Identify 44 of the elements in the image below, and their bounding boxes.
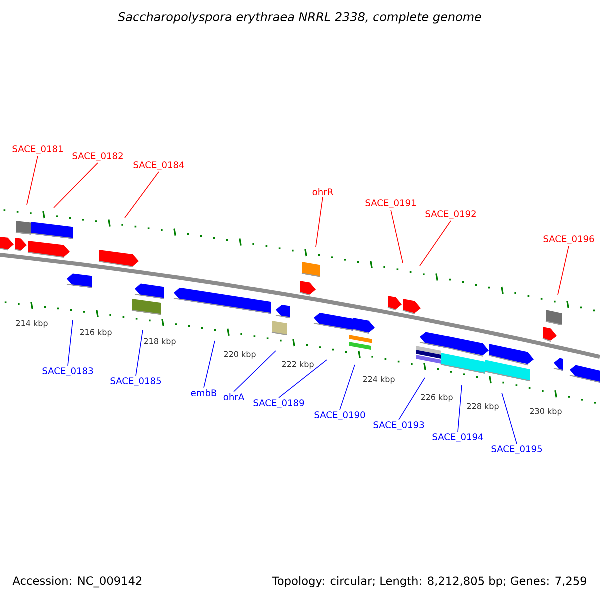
leader-line [278, 360, 328, 398]
scale-label: 216 kbp [80, 329, 112, 337]
accession-text: Accession: NC_009142 [12, 576, 142, 588]
gene-label: SACE_0184 [134, 162, 184, 170]
leader-line [458, 384, 462, 432]
leader-line [204, 340, 216, 388]
leader-line [316, 196, 324, 248]
scale-label: 224 kbp [363, 376, 395, 384]
gene-label: SACE_0185 [110, 378, 162, 386]
gene-label: SACE_0194 [432, 434, 484, 442]
gene-label: SACE_0181 [12, 146, 63, 154]
gene-label: ohrR [312, 188, 334, 196]
gene-label: SACE_0189 [254, 400, 304, 408]
leader-line [234, 350, 276, 392]
leader-line [26, 156, 38, 206]
scale-label: 222 kbp [282, 361, 314, 369]
scale-label: 228 kbp [467, 403, 499, 411]
gene-label: ohrA [224, 393, 245, 400]
gene-label: SACE_0191 [366, 200, 416, 208]
leader-line [558, 246, 570, 296]
scale-label: 214 kbp [16, 320, 48, 328]
leader-line [54, 162, 98, 208]
scale-label: 230 kbp [530, 408, 562, 416]
scale-label: 218 kbp [144, 338, 176, 346]
leader-line [340, 364, 356, 410]
leader-line [420, 220, 452, 266]
gene-label: SACE_0182 [72, 152, 123, 162]
scale-label: 226 kbp [421, 394, 453, 402]
gene-label: SACE_0192 [426, 210, 476, 220]
leader-line [68, 320, 74, 366]
gene-label: SACE_0193 [374, 422, 424, 430]
gene-label: SACE_0190 [314, 412, 366, 420]
title: Saccharopolyspora erythraea NRRL 2338, complete genome [118, 12, 482, 24]
leader-line [390, 210, 404, 264]
gene-label: SACE_0195 [492, 446, 542, 454]
leader-line [136, 330, 144, 376]
genome-info-text: Topology: circular; Length: 8,212,805 bp; Genes: 7,259 [272, 576, 586, 588]
leader-line [124, 172, 160, 218]
scale-label: 220 kbp [224, 351, 256, 359]
leader-line [398, 378, 426, 420]
leader-line [502, 392, 518, 444]
gene-label: SACE_0183 [42, 368, 94, 376]
gene-label: SACE_0196 [544, 236, 594, 244]
gene-label: embB [191, 389, 217, 396]
